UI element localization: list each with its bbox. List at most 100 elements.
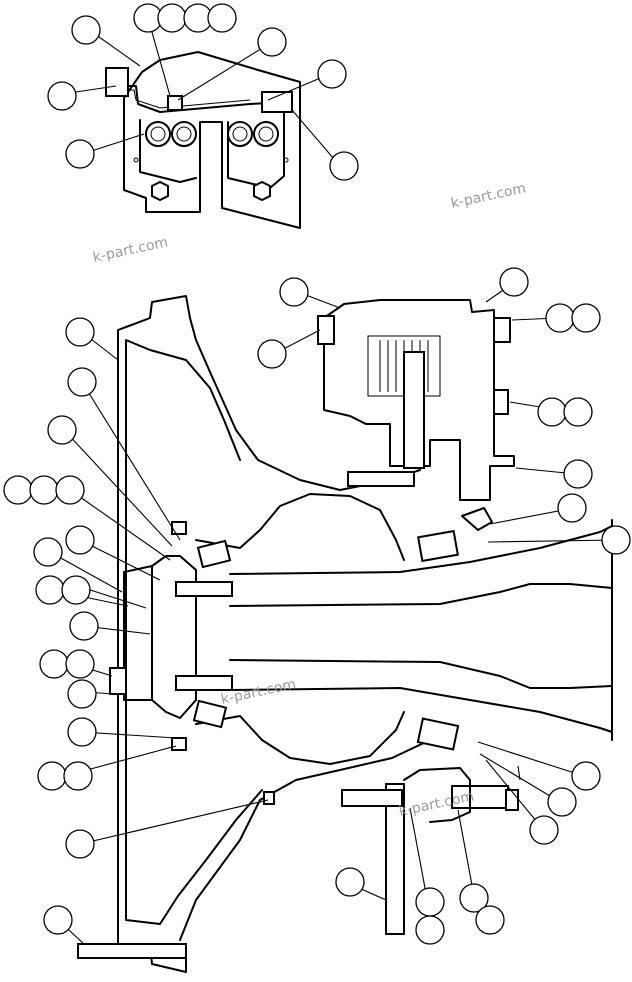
callout-balloon[interactable] [65, 139, 95, 169]
callout-balloon[interactable] [557, 493, 587, 523]
callout-balloon[interactable] [537, 397, 567, 427]
inset-piston-3-inner [232, 126, 248, 142]
callout-balloon[interactable] [329, 151, 359, 181]
inset-tee-fitting [167, 95, 183, 111]
callout-balloon[interactable] [65, 649, 95, 679]
callout-balloon[interactable] [415, 915, 445, 945]
drain-plug [263, 791, 275, 805]
callout-balloon[interactable] [415, 887, 445, 917]
watermark: k-part.com [92, 234, 170, 266]
inset-piston-1-inner [150, 126, 166, 142]
callout-balloon[interactable] [571, 303, 601, 333]
callout-balloon[interactable] [61, 575, 91, 605]
main-caliper-upper [317, 299, 515, 531]
callout-balloon[interactable] [71, 15, 101, 45]
brake-disc [403, 351, 425, 469]
callout-balloon[interactable] [47, 415, 77, 445]
housing-flange-plate [117, 295, 421, 973]
mounting-plate [77, 943, 187, 959]
outer-bearing-upper [417, 529, 459, 563]
callout-balloon[interactable] [563, 397, 593, 427]
callout-balloon[interactable] [335, 867, 365, 897]
brake-adjust-bolt [341, 789, 403, 807]
callout-balloon[interactable] [257, 339, 287, 369]
hub-nut-left [109, 667, 127, 695]
upper-bearing-arc [195, 493, 405, 561]
inner-bearing-upper [196, 539, 232, 569]
callout-balloon[interactable] [67, 367, 97, 397]
callout-balloon[interactable] [545, 303, 575, 333]
inset-left-fitting [105, 67, 129, 97]
inset-bolt-right [253, 180, 271, 202]
callout-balloon[interactable] [3, 475, 33, 505]
outer-bearing-lower [416, 717, 460, 751]
inset-inner-left [139, 119, 197, 183]
caliper-mount-bolt [493, 389, 509, 415]
brake-bracket [403, 767, 471, 823]
callout-balloon[interactable] [63, 761, 93, 791]
housing-flange-inner [125, 339, 241, 925]
callout-balloon[interactable] [39, 649, 69, 679]
callout-balloon[interactable] [69, 611, 99, 641]
callout-balloon[interactable] [571, 761, 601, 791]
callout-balloon[interactable] [29, 475, 59, 505]
axle-tube-lower [229, 687, 613, 733]
hub-body [151, 555, 197, 719]
callout-balloon[interactable] [67, 679, 97, 709]
axle-tube-inner-lower [229, 659, 613, 689]
callout-balloon[interactable] [459, 883, 489, 913]
axle-tube-upper [229, 525, 613, 575]
inset-piston-3 [227, 121, 253, 147]
callout-balloon[interactable] [33, 537, 63, 567]
callout-balloon[interactable] [67, 717, 97, 747]
callout-balloon[interactable] [47, 81, 77, 111]
callout-balloon[interactable] [43, 905, 73, 935]
callout-balloon[interactable] [37, 761, 67, 791]
caliper-bolt-left [317, 315, 335, 345]
watermark: k-part.com [450, 180, 528, 212]
callout-balloon[interactable] [279, 277, 309, 307]
inset-hole-left [133, 157, 139, 163]
callout-balloon[interactable] [499, 267, 529, 297]
callout-balloon[interactable] [157, 3, 187, 33]
inset-piston-4 [253, 121, 279, 147]
callout-balloon[interactable] [547, 787, 577, 817]
inset-brake-line-inner [124, 89, 251, 109]
grease-fitting-lower [171, 737, 187, 751]
caliper-seal [461, 507, 493, 531]
callout-balloon[interactable] [317, 59, 347, 89]
callout-balloon[interactable] [529, 815, 559, 845]
brake-lever-arm [385, 783, 405, 935]
wheel-stud-lower [175, 675, 233, 691]
wheel-stud-upper [175, 581, 233, 597]
inset-housing-outline [123, 51, 301, 229]
inset-hole-right [283, 157, 289, 163]
inner-bearing-lower [192, 699, 228, 729]
callout-balloon[interactable] [475, 905, 505, 935]
callout-balloon[interactable] [65, 317, 95, 347]
inset-bleeder-fitting [261, 91, 293, 113]
callout-balloons[interactable] [3, 3, 631, 945]
callout-balloon[interactable] [207, 3, 237, 33]
callout-balloon[interactable] [65, 829, 95, 859]
park-brake-lower [341, 767, 519, 935]
grease-fitting-upper [171, 521, 187, 535]
inset-piston-2 [171, 121, 197, 147]
lower-bearing-arc [195, 711, 405, 765]
inset-bolt-left [151, 180, 169, 202]
callout-balloon[interactable] [257, 27, 287, 57]
callout-balloon[interactable] [563, 459, 593, 489]
axle-housing [77, 295, 613, 973]
callout-balloon[interactable] [55, 475, 85, 505]
callout-balloon[interactable] [601, 525, 631, 555]
callout-balloon[interactable] [35, 575, 65, 605]
actuator-nut [505, 789, 519, 811]
callout-balloon[interactable] [65, 525, 95, 555]
caliper-body-outline [323, 299, 515, 501]
inset-piston-4-inner [258, 126, 274, 142]
housing-lower-arm [179, 739, 431, 941]
housing-lower-inner [159, 789, 263, 925]
inset-piston-1 [145, 121, 171, 147]
